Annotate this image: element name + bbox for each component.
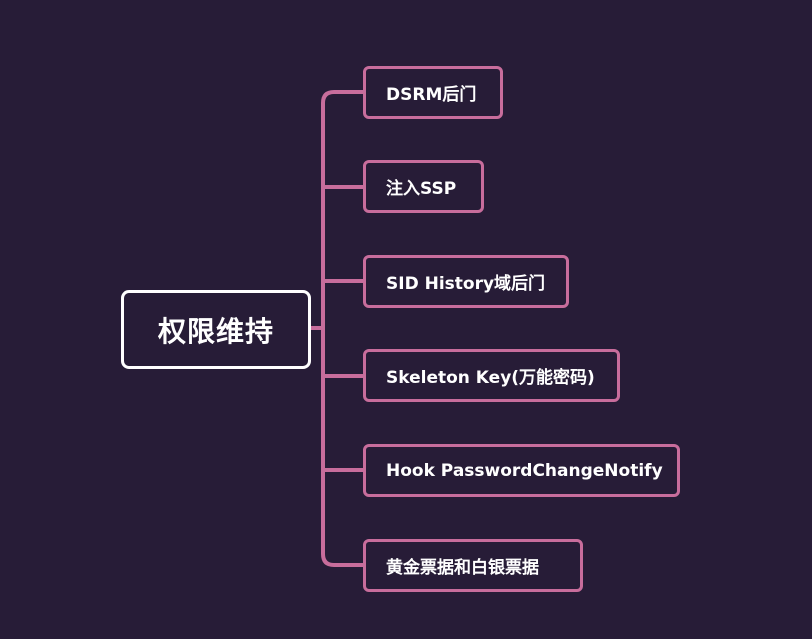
child-node-hook-password-change-notify[interactable]: Hook PasswordChangeNotify [363,444,680,497]
child-node-golden-silver-ticket[interactable]: 黄金票据和白银票据 [363,539,583,592]
child-node-inject-ssp[interactable]: 注入SSP [363,160,484,213]
child-node-sid-history-backdoor[interactable]: SID History域后门 [363,255,569,308]
child-label: 黄金票据和白银票据 [386,558,539,578]
child-node-skeleton-key[interactable]: Skeleton Key(万能密码) [363,349,620,402]
root-label: 权限维持 [157,314,274,348]
child-label: Hook PasswordChangeNotify [386,460,663,481]
child-label: Skeleton Key(万能密码) [386,368,595,388]
root-node[interactable]: 权限维持 [121,290,311,369]
child-label: 注入SSP [386,179,457,199]
child-label: SID History域后门 [386,274,546,294]
child-label: DSRM后门 [386,85,477,105]
child-node-dsrm-backdoor[interactable]: DSRM后门 [363,66,503,119]
trunk-line [321,90,367,567]
